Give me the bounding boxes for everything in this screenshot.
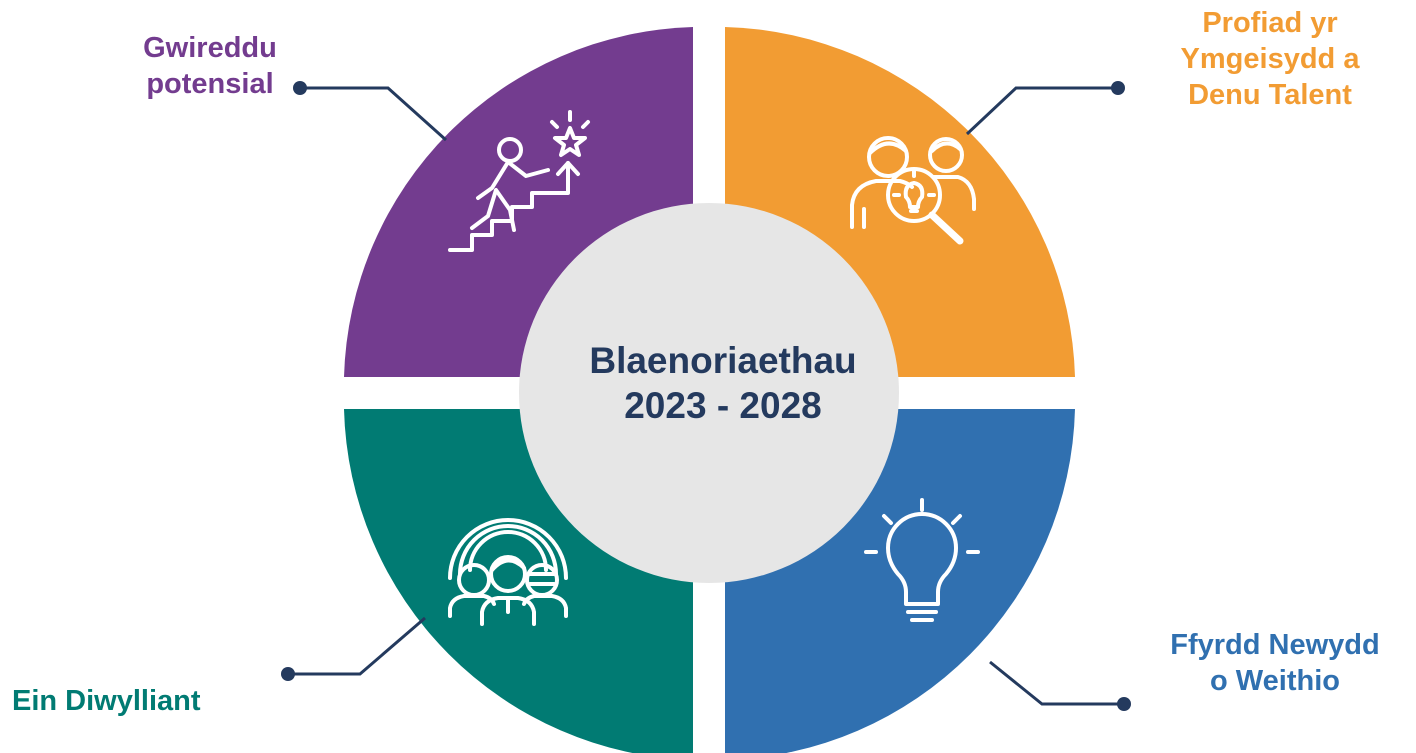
center-circle: [519, 203, 899, 583]
connector-blue: [989, 660, 1131, 711]
label-line: Ffyrdd Newydd: [1170, 629, 1380, 661]
label-line: o Weithio: [1210, 665, 1340, 697]
quadrant-label-blue: Ffyrdd Newydd o Weithio: [1140, 627, 1410, 699]
connector-teal: [281, 616, 426, 681]
connector-purple: [293, 81, 448, 142]
label-line: Ein Diwylliant: [12, 685, 201, 717]
connector-orange: [965, 81, 1125, 136]
quadrant-label-orange: Profiad yr Ymgeisydd a Denu Talent: [1130, 5, 1410, 113]
label-line: Ymgeisydd a: [1180, 43, 1360, 75]
title-line: 2023 - 2028: [624, 385, 822, 426]
diverse-group-rainbow-icon: [448, 518, 568, 626]
quadrant-label-teal: Ein Diwylliant: [12, 683, 201, 719]
lightbulb-icon: [864, 498, 980, 622]
center-title: Blaenoriaethau 2023 - 2028: [533, 338, 913, 428]
title-line: Blaenoriaethau: [589, 340, 857, 381]
quadrant-label-purple: Gwireddu potensial: [100, 30, 320, 102]
label-line: Gwireddu: [143, 32, 277, 64]
people-search-lightbulb-icon: [850, 136, 976, 245]
label-line: potensial: [146, 68, 274, 100]
label-line: Profiad yr: [1202, 7, 1338, 39]
climbing-stairs-star-icon: [448, 110, 590, 252]
label-line: Denu Talent: [1188, 79, 1352, 111]
